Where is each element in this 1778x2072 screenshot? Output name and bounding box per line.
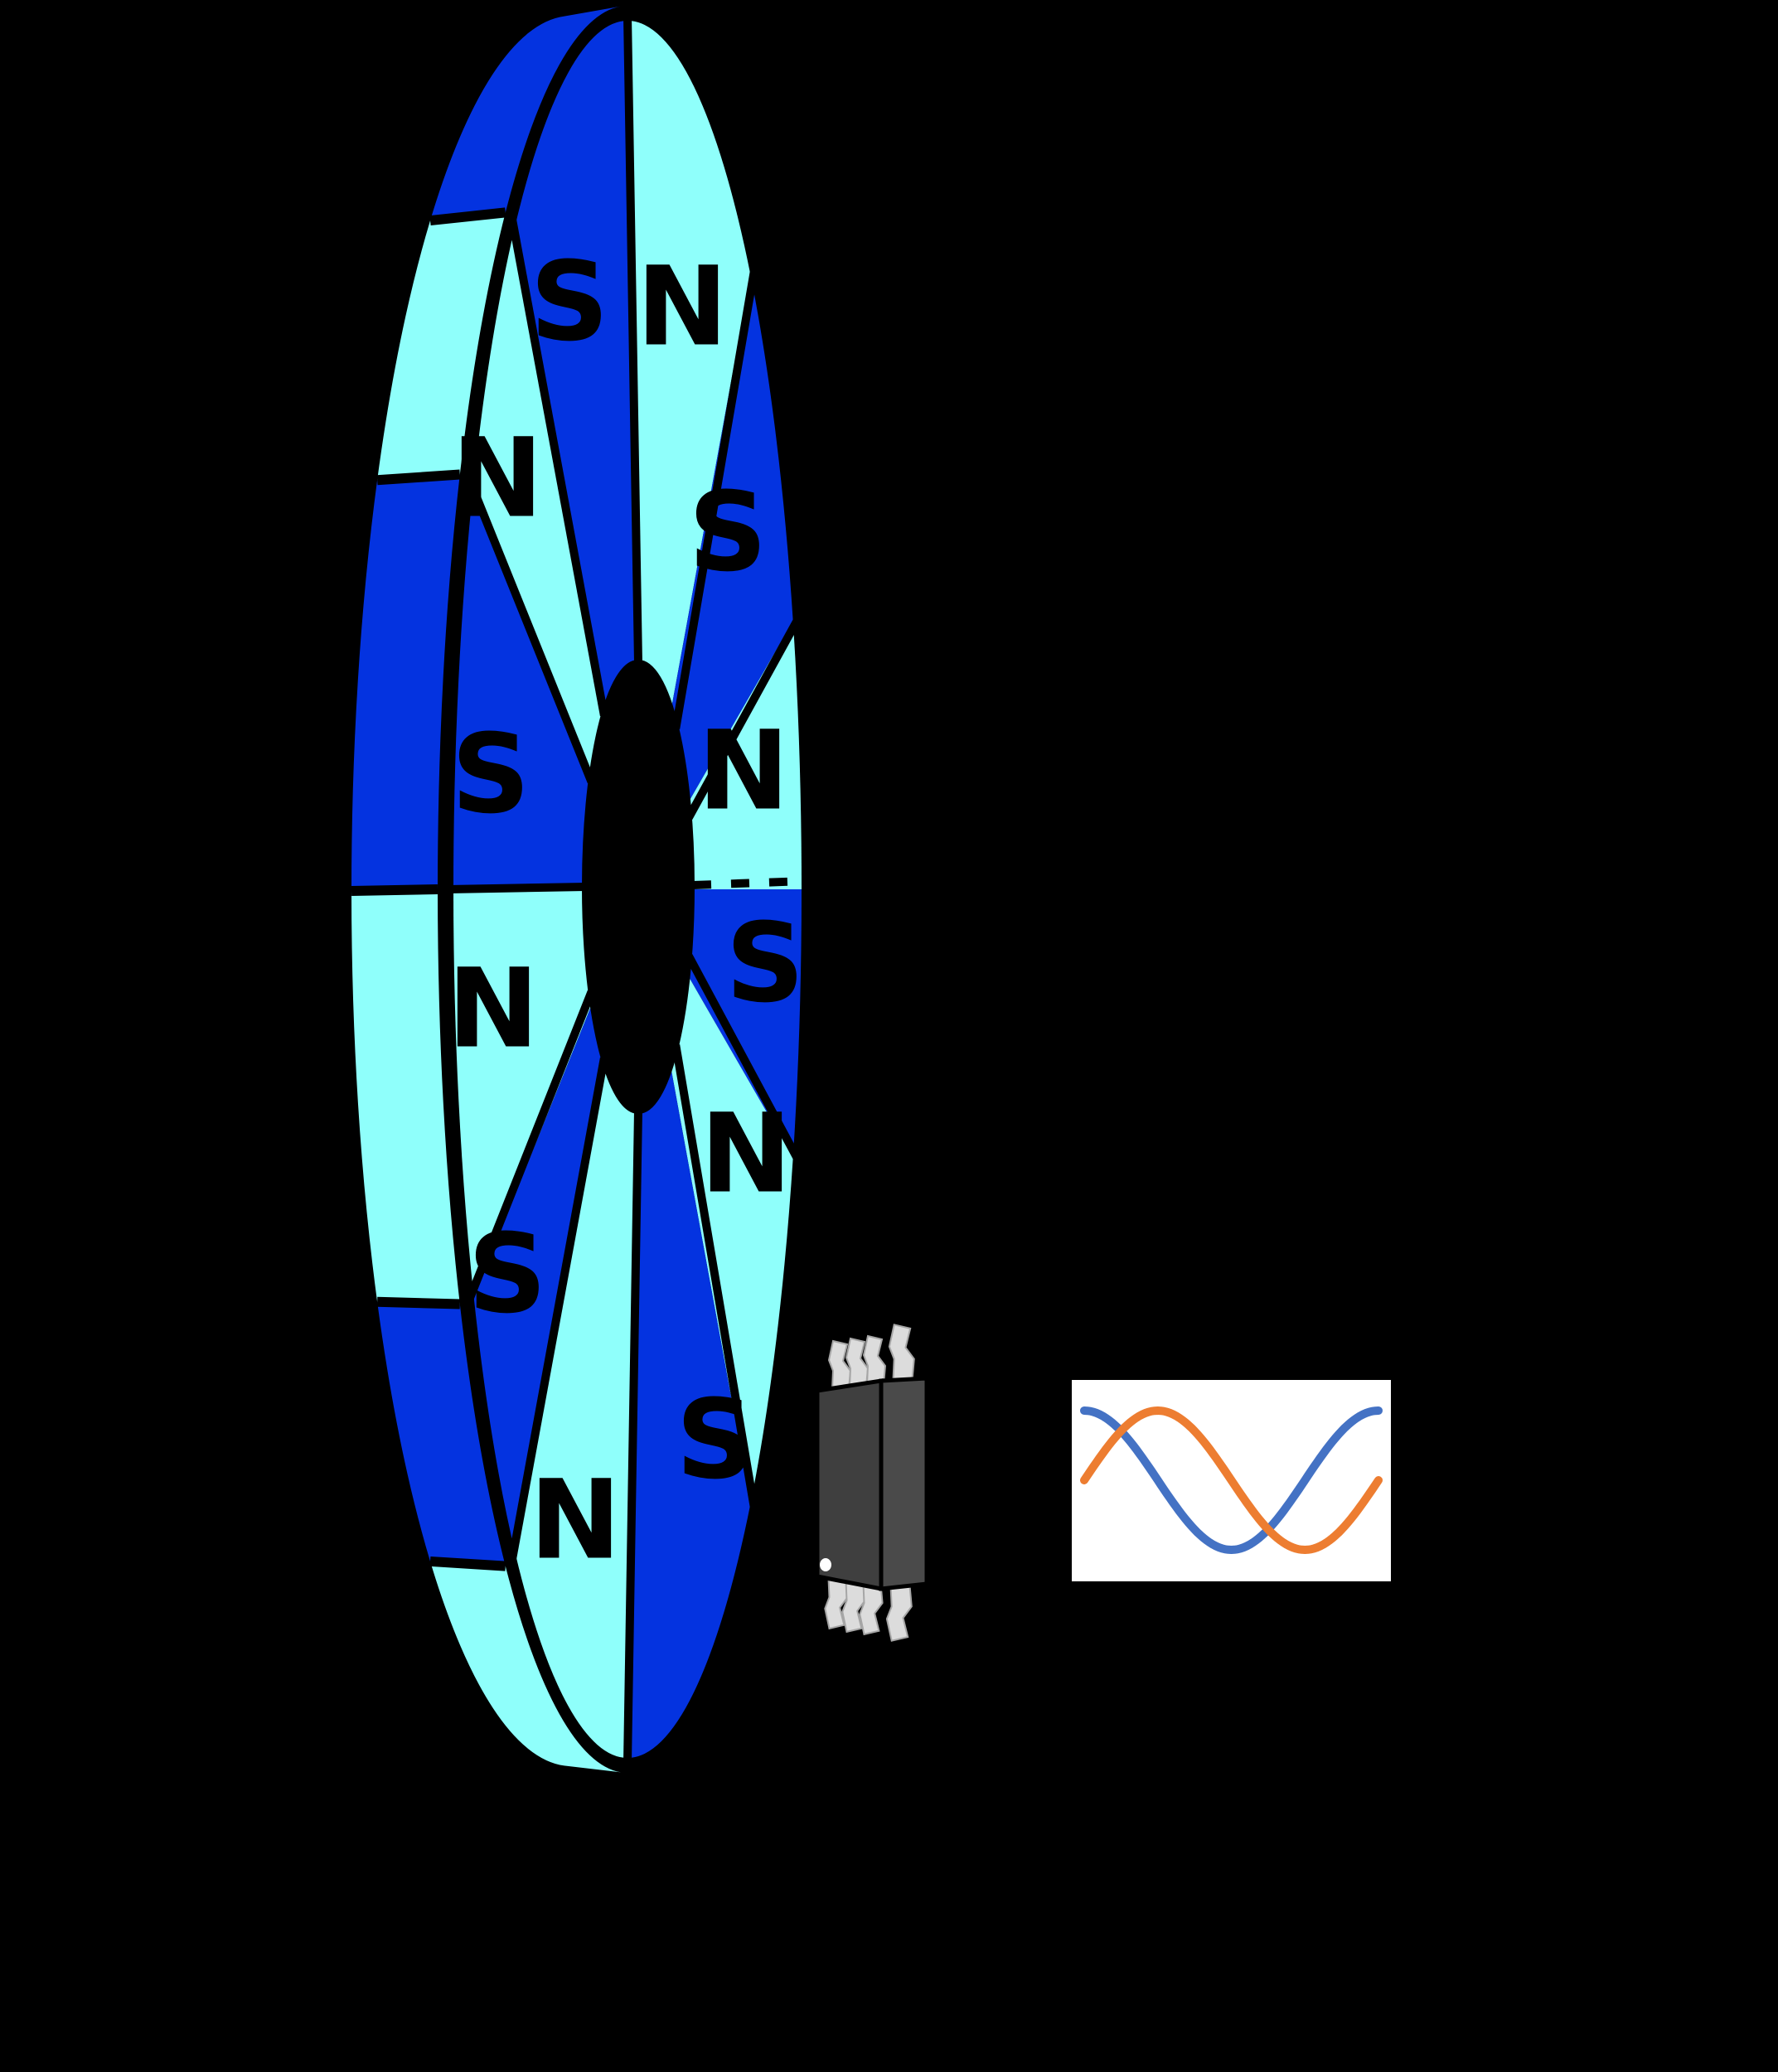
pole-label: N [698,708,789,835]
pole-label: N [637,244,728,371]
sector-divider [685,617,802,820]
chip-pin-top [862,1334,887,1385]
pole-label: N [530,1457,621,1585]
rim-segment-south [351,474,460,891]
cosine-wave [1080,1406,1383,1554]
sector-divider [465,990,596,1301]
chip-pin1-marker-dot [820,1558,831,1571]
chip-pin-top [845,1337,870,1387]
sector-divider [508,219,608,717]
pole-sector-north [516,889,638,1758]
sector-divider [671,1044,758,1508]
pole-sector-south [627,889,751,1758]
rim-divider [429,207,506,226]
chip-pin-bottom [885,1585,913,1642]
sector-divider [448,883,586,893]
pole-sector-south [516,20,638,889]
chip-pin-top [827,1339,852,1390]
rim-divider [376,1296,460,1310]
rim-segment-south [377,1301,506,1566]
rim-segment-north [351,889,460,1305]
pole-label: N [448,946,539,1073]
chip-body-side-face [879,1376,929,1591]
pole-label: N [452,415,543,543]
hall-sensor-chip [815,1324,929,1642]
rim-segment-north [377,212,506,481]
pole-label: S [688,469,767,597]
signal-plot [1072,1380,1391,1581]
sector-divider [508,1057,608,1560]
rim-divider [351,884,438,896]
sector-divider [623,1110,642,1764]
sine-wave [1080,1406,1383,1554]
sector-divider [671,270,758,729]
rim-segment-north [430,1561,621,1773]
wheel-hub [582,660,695,1114]
rim-segment-south [430,6,621,221]
chip-pin-top [888,1324,915,1381]
sector-divider [623,15,642,664]
chip-body-front-face [815,1378,884,1592]
rim-divider [376,469,461,486]
chip-pin-bottom [859,1583,884,1636]
rim-divider [429,1556,506,1571]
pole-label: S [451,711,530,839]
pole-sector-north [627,21,751,889]
sector-divider [465,477,596,784]
pole-label: S [468,1211,546,1339]
pole-label: S [676,1377,754,1504]
sector-divider [685,954,802,1162]
pole-label: N [700,1091,792,1218]
pole-sector-north [473,224,638,889]
pole-label: S [725,900,804,1028]
dashed-sector-divider [692,877,807,889]
pole-sector-south [473,889,638,1555]
pole-label: S [530,239,608,366]
